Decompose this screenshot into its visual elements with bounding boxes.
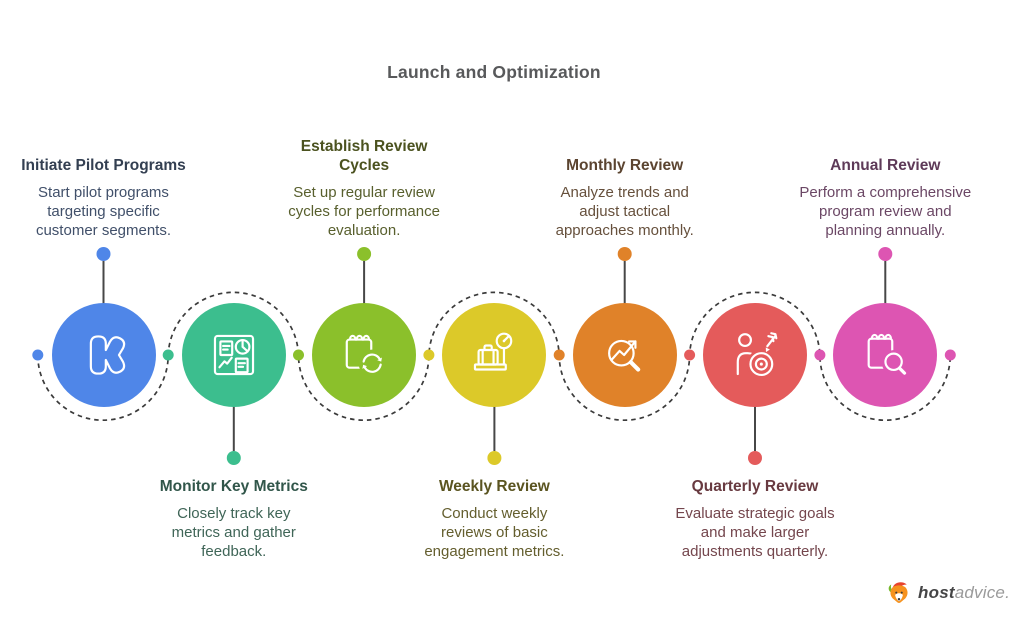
step-title: Monthly Review <box>566 157 684 174</box>
step-text-establish-review-cycles: Establish Review Cycles Set up regular r… <box>254 118 474 240</box>
stem-dot <box>487 451 502 465</box>
step-circle-quarterly-review <box>703 303 807 407</box>
calendar-sync-icon <box>345 334 386 377</box>
trend-search-icon <box>607 339 640 372</box>
connector-dot <box>423 349 435 361</box>
step-title: Initiate Pilot Programs <box>21 157 186 174</box>
connector-dot <box>553 349 565 361</box>
metrics-dashboard-icon <box>213 334 254 376</box>
step-circle-initiate-pilot-programs <box>51 303 156 407</box>
connector-dot <box>32 349 44 361</box>
connector-dot <box>162 349 174 361</box>
step-title: Weekly Review <box>438 478 550 495</box>
step-title: Monitor Key Metrics <box>159 478 308 495</box>
step-text-annual-review: Annual Review Perform a comprehensive pr… <box>775 118 995 240</box>
notebook-search-icon <box>867 333 908 376</box>
kickstarter-k-icon <box>89 335 125 375</box>
logo-text-advice: advice. <box>954 583 1010 602</box>
step-text-monthly-review: Monthly Review Analyze trends and adjust… <box>515 118 735 240</box>
logo-wordmark: hostadvice. <box>918 583 1010 603</box>
luggage-scale-icon <box>474 332 513 371</box>
page-title: Launch and Optimization <box>387 62 601 82</box>
connector-dot <box>944 349 956 361</box>
step-title: Quarterly Review <box>691 478 819 495</box>
fox-mascot-icon <box>888 582 908 603</box>
step-circle-monitor-key-metrics <box>181 303 286 407</box>
step-circle-monthly-review <box>572 303 677 407</box>
person-target-icon <box>736 332 778 379</box>
step-description: Set up regular review cycles for perform… <box>288 184 440 239</box>
stem-dot <box>878 247 893 261</box>
step-description: Perform a comprehensive program review a… <box>799 184 972 239</box>
connector-dot <box>684 349 696 361</box>
stem-dot <box>96 247 111 261</box>
step-description: Evaluate strategic goals and make larger… <box>675 505 835 560</box>
step-title: Annual Review <box>830 157 941 174</box>
step-description: Closely track key metrics and gather fee… <box>171 505 296 560</box>
connector-dot <box>293 349 304 361</box>
step-text-monitor-key-metrics: Monitor Key Metrics Closely track key me… <box>124 477 344 561</box>
step-title: Establish Review Cycles <box>300 138 428 174</box>
stem-dot <box>748 451 762 465</box>
step-text-initiate-pilot-programs: Initiate Pilot Programs Start pilot prog… <box>0 118 214 240</box>
stem-dot <box>617 247 632 261</box>
step-text-quarterly-review: Quarterly Review Evaluate strategic goal… <box>645 477 865 561</box>
step-description: Conduct weekly reviews of basic engageme… <box>424 505 565 560</box>
step-text-weekly-review: Weekly Review Conduct weekly reviews of … <box>384 477 604 561</box>
step-circle-annual-review <box>833 303 938 407</box>
step-circle-establish-review-cycles <box>312 303 417 407</box>
step-circle-weekly-review <box>442 303 547 407</box>
stem-dot <box>226 451 241 465</box>
dashed-wave-path <box>36 291 952 421</box>
connector-dot <box>814 349 826 361</box>
logo-text-host: host <box>918 583 955 602</box>
hostadvice-logo: hostadvice. <box>885 580 1010 606</box>
stem-dot <box>357 247 372 261</box>
step-description: Analyze trends and adjust tactical appro… <box>555 184 694 239</box>
step-description: Start pilot programs targeting specific … <box>35 184 172 239</box>
